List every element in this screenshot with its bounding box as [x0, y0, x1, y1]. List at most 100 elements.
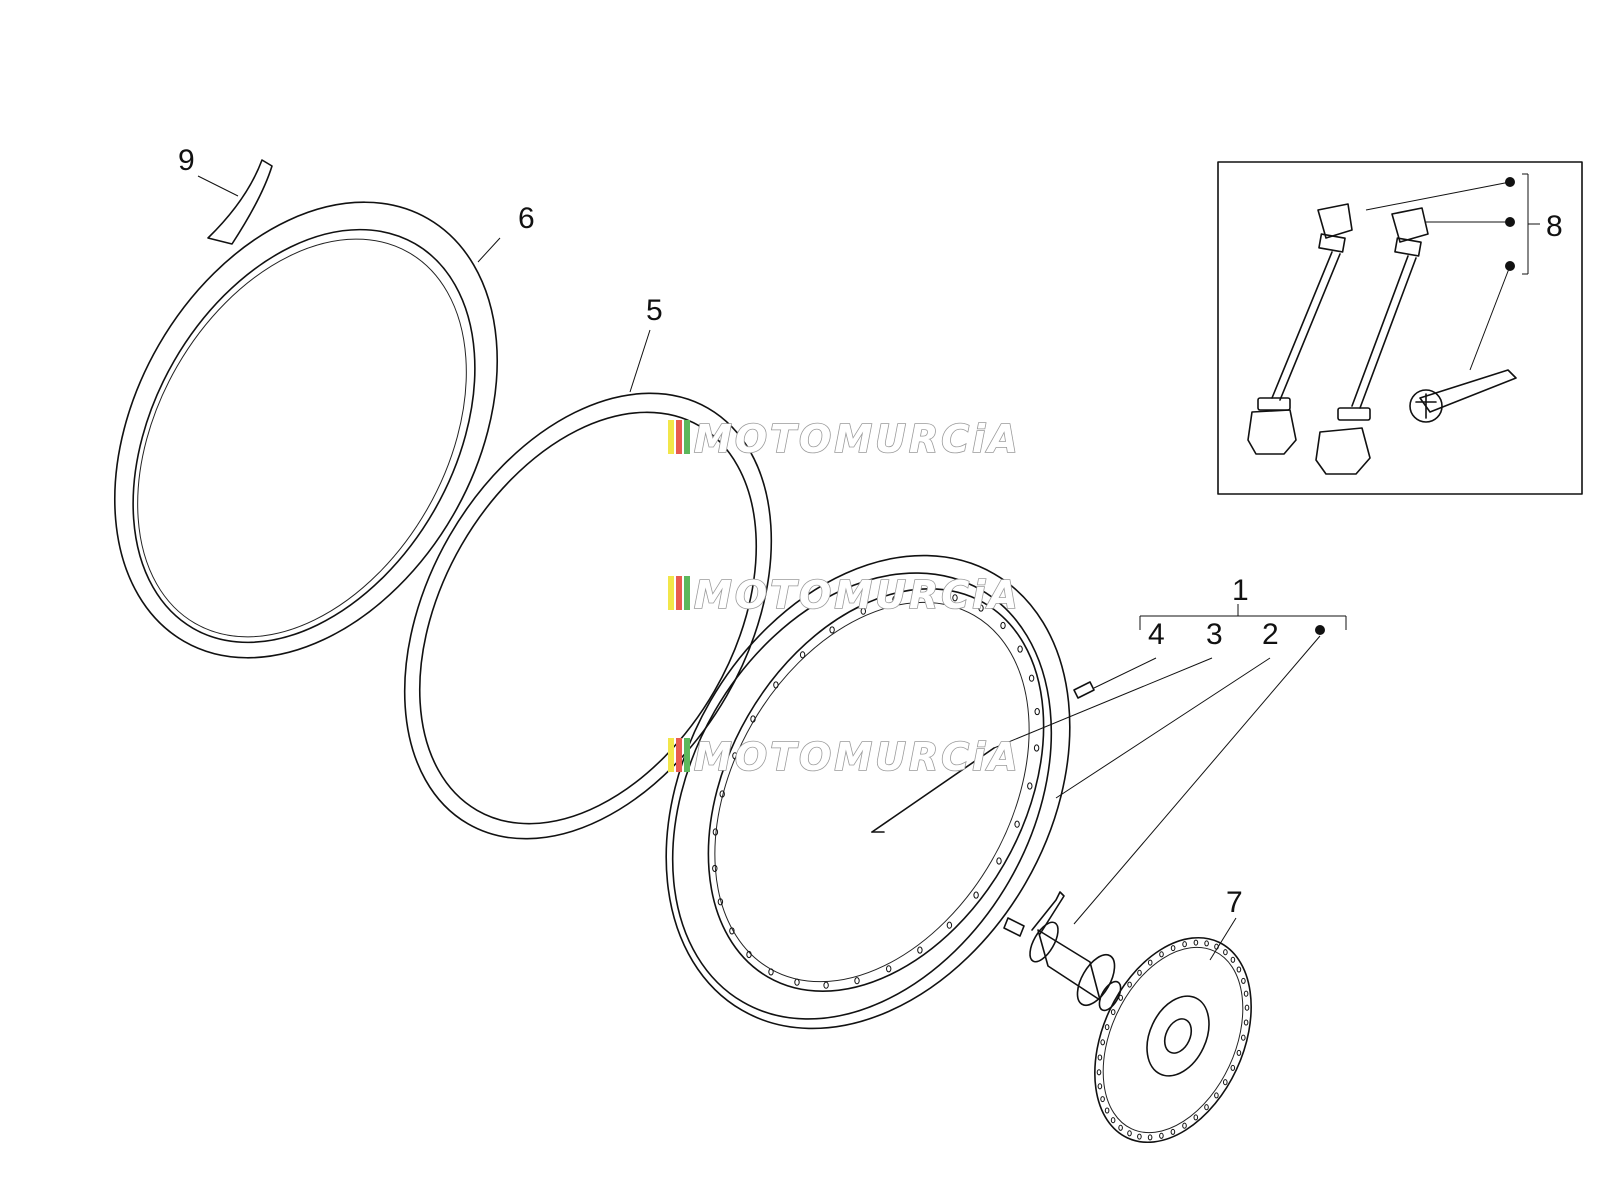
disc-hole	[1170, 945, 1176, 952]
spoke-hole	[732, 752, 738, 760]
watermark-text: MOTOMURCiA	[694, 573, 1021, 617]
watermark-text: MOTOMURCiA	[694, 417, 1021, 461]
disc-hole	[1223, 1079, 1228, 1086]
callout-2: 2	[1262, 618, 1279, 651]
spoke-hole	[712, 828, 719, 836]
disc-hole	[1127, 981, 1132, 988]
spoke-hole	[1017, 645, 1023, 653]
group-1-bracket	[993, 604, 1347, 925]
disc-hole	[1182, 1122, 1187, 1129]
watermark-3: MOTOMURCiA	[668, 734, 1021, 780]
disc-hole	[1193, 1114, 1199, 1121]
spoke-hole	[952, 594, 958, 602]
brake-disc-holes	[1096, 939, 1250, 1141]
disc-hole	[1243, 990, 1249, 997]
spoke-hole	[854, 977, 860, 985]
disc-hole	[1241, 977, 1246, 984]
disc-hole	[1236, 966, 1242, 973]
disc-hole	[1110, 1009, 1116, 1016]
callout-7: 7	[1226, 886, 1243, 919]
disc-hole	[1230, 956, 1236, 963]
spoke-hole	[892, 595, 898, 603]
skewer-right	[1315, 207, 1429, 475]
callout-9: 9	[178, 144, 195, 177]
disc-hole	[1170, 1128, 1176, 1135]
disc-hole	[1204, 940, 1209, 947]
watermark-stripe	[668, 738, 674, 772]
disc-hole	[1147, 959, 1153, 966]
watermark-stripe	[668, 576, 674, 610]
disc-hole	[1104, 1024, 1110, 1031]
tool-wrench	[1409, 369, 1517, 423]
part-7-brake-disc	[1094, 917, 1252, 1144]
disc-hole	[1214, 1092, 1219, 1099]
disc-hole	[1096, 1069, 1102, 1076]
disc-hole	[1182, 941, 1187, 948]
disc-hole	[1100, 1096, 1105, 1103]
spoke-hole	[1014, 820, 1020, 828]
spoke-hole	[996, 857, 1002, 865]
disc-hole	[1223, 949, 1228, 956]
watermark-stripe	[676, 576, 682, 610]
disc-hole	[1244, 1004, 1250, 1011]
watermark-stripe	[684, 420, 690, 454]
spoke-hole	[1000, 621, 1006, 630]
disc-hole	[1097, 1054, 1103, 1061]
disc-hole	[1204, 1104, 1209, 1111]
spoke-hole	[750, 715, 756, 723]
part-8-inset-box	[1217, 161, 1583, 495]
callout-8: 8	[1546, 210, 1563, 243]
rim-spoke-holes	[712, 591, 1040, 989]
disc-hole	[1137, 969, 1142, 976]
disc-hole	[1104, 1107, 1110, 1114]
disc-hole	[1137, 1133, 1142, 1140]
spoke-hole	[794, 978, 800, 986]
callout-4: 4	[1148, 618, 1165, 651]
watermark-stripe	[684, 738, 690, 772]
part-hub	[1003, 891, 1122, 1012]
part-2-rim	[665, 554, 1071, 1030]
spoke-hole	[717, 898, 724, 906]
spoke-hole	[1028, 674, 1035, 682]
spoke-hole	[886, 965, 892, 973]
disc-hole	[1118, 1124, 1123, 1131]
disc-hole	[1127, 1130, 1132, 1137]
disc-hole	[1241, 1034, 1246, 1041]
disc-hole	[1243, 1019, 1249, 1026]
spoke-hole	[978, 604, 984, 612]
disc-hole	[1193, 939, 1199, 946]
disc-hole	[1230, 1064, 1236, 1071]
watermark-stripe	[676, 420, 682, 454]
watermark-text: MOTOMURCiA	[694, 735, 1021, 779]
spoke-hole	[1034, 708, 1040, 716]
spoke-hole	[946, 921, 953, 929]
spoke-hole	[923, 591, 929, 599]
spoke-hole	[799, 651, 806, 659]
spoke-hole	[729, 927, 735, 935]
spoke-hole	[768, 968, 774, 976]
bracket-dot	[1315, 625, 1325, 635]
watermark-stripe	[676, 738, 682, 772]
disc-hole	[1118, 994, 1123, 1001]
callout-3: 3	[1206, 618, 1223, 651]
callout-5: 5	[646, 294, 663, 327]
part-5-tube	[403, 329, 773, 840]
callout-6: 6	[518, 202, 535, 235]
disc-hole	[1100, 1039, 1105, 1046]
spoke-hole	[746, 950, 752, 959]
part-4-nipple	[1073, 681, 1095, 699]
spoke-hole	[973, 891, 979, 899]
disc-hole	[1159, 1132, 1164, 1139]
spoke-hole	[1033, 744, 1040, 752]
watermark-stripe	[668, 420, 674, 454]
spoke-hole	[829, 626, 835, 634]
watermark-stripe	[684, 576, 690, 610]
disc-hole	[1236, 1049, 1242, 1056]
part-3-spoke	[871, 747, 995, 833]
disc-hole	[1097, 1083, 1103, 1090]
spoke-hole	[1027, 782, 1033, 790]
disc-hole	[1110, 1117, 1116, 1124]
dot-8a	[1505, 177, 1515, 187]
spoke-hole	[823, 981, 829, 989]
